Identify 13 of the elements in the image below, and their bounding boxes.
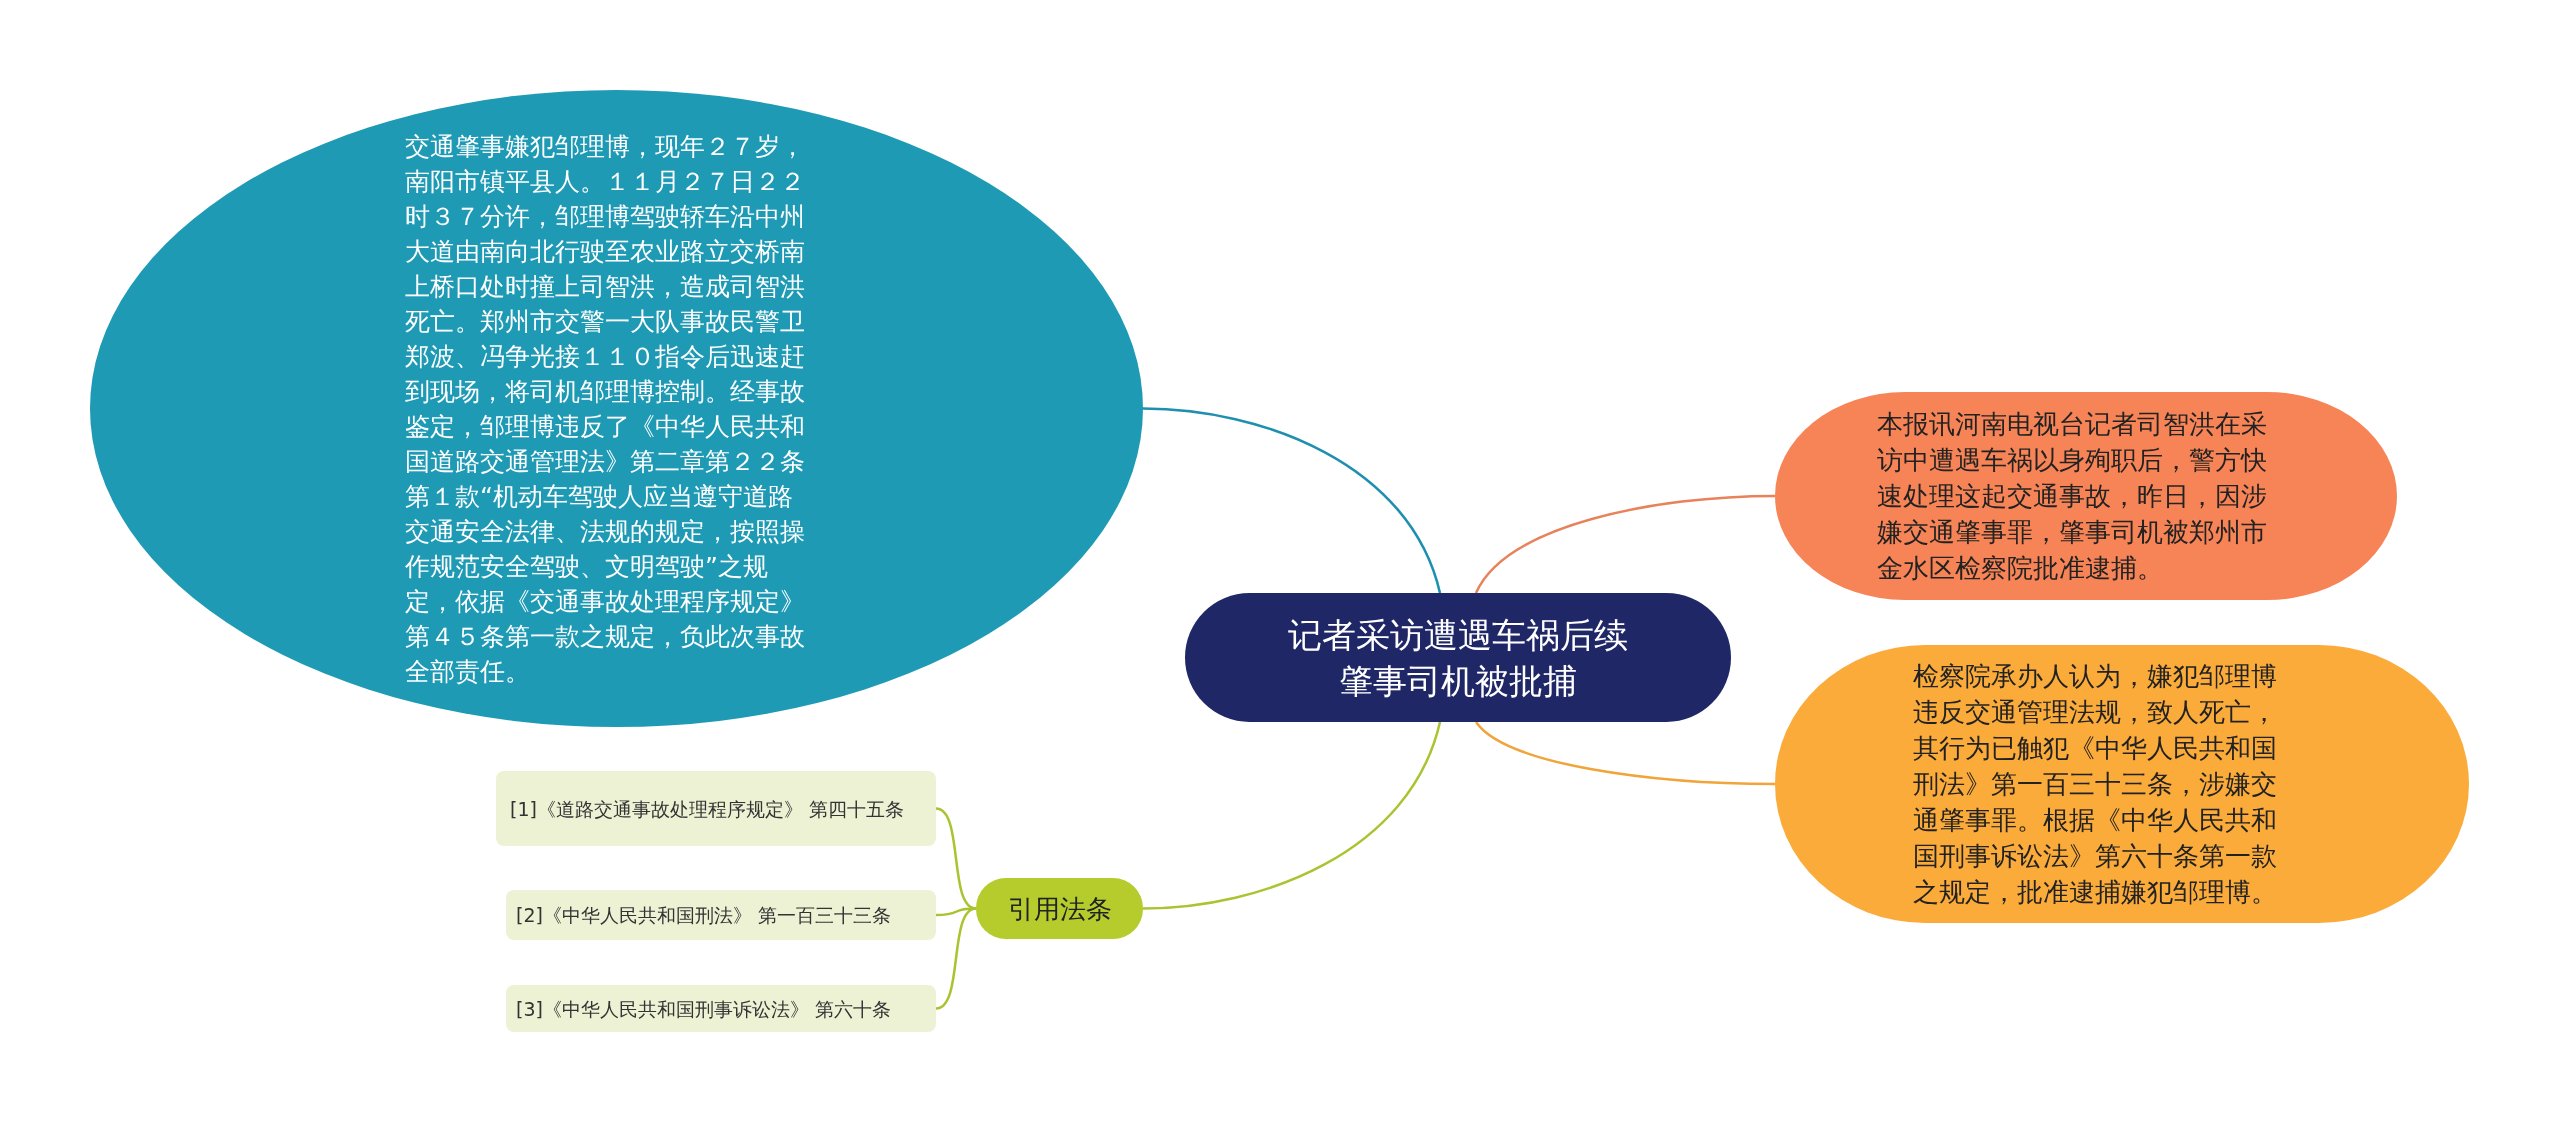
text-bubble: 本报讯河南电视台记者司智洪在采访中遭遇车祸以身殉职后，警方快速处理这起交通事故，昨日，因涉嫌交通肇事罪，肇事司机被郑州市金水区检察院批准逮捕。 — [1775, 392, 2397, 600]
connector-line — [1142, 721, 1442, 910]
topic-bubble: 引用法条 — [976, 878, 1143, 939]
reference-box: [1]《道路交通事故处理程序规定》 第四十五条 — [496, 771, 936, 846]
reference-box: [2]《中华人民共和国刑法》 第一百三十三条 — [506, 890, 936, 940]
text-bubble: 检察院承办人认为，嫌犯邹理博违反交通管理法规，致人死亡，其行为已触犯《中华人民共和国刑法》第一百三十三条，涉嫌交通肇事罪。根据《中华人民共和国刑事诉讼法》第六十条第一款之规定，批准逮捕嫌犯邹理博。 — [1775, 645, 2469, 923]
reference-box: [3]《中华人民共和国刑事诉讼法》 第六十条 — [506, 985, 936, 1032]
connector-line — [1142, 407, 1442, 594]
text-bubble: 交通肇事嫌犯邹理博，现年２７岁，南阳市镇平县人。１１月２７日２２时３７分许，邹理博驾驶轿车沿中州大道由南向北行驶至农业路立交桥南上桥口处时撞上司智洪，造成司智洪死亡。郑州市交警一大队事故民警卫郑波、冯争光接１１０指令后迅速赶到现场，将司机邹理博控制。经事故鉴定，邹理博违反了《中华人民共和国道路交通管理法》第二章第２２条第１款“机动车驾驶人应当遵守道路交通安全法律、法规的规定，按照操作规范安全驾驶、文明驾驶”之规定，依据《交通事故处理程序规定》第４５条第一款之规定，负此次事故全部责任。 — [90, 90, 1143, 727]
connector-line — [1475, 721, 1775, 786]
connector-line — [1474, 494, 1776, 594]
connector-line — [935, 907, 977, 1010]
topic-bubble: 记者采访遭遇车祸后续肇事司机被批捕 — [1185, 593, 1731, 722]
